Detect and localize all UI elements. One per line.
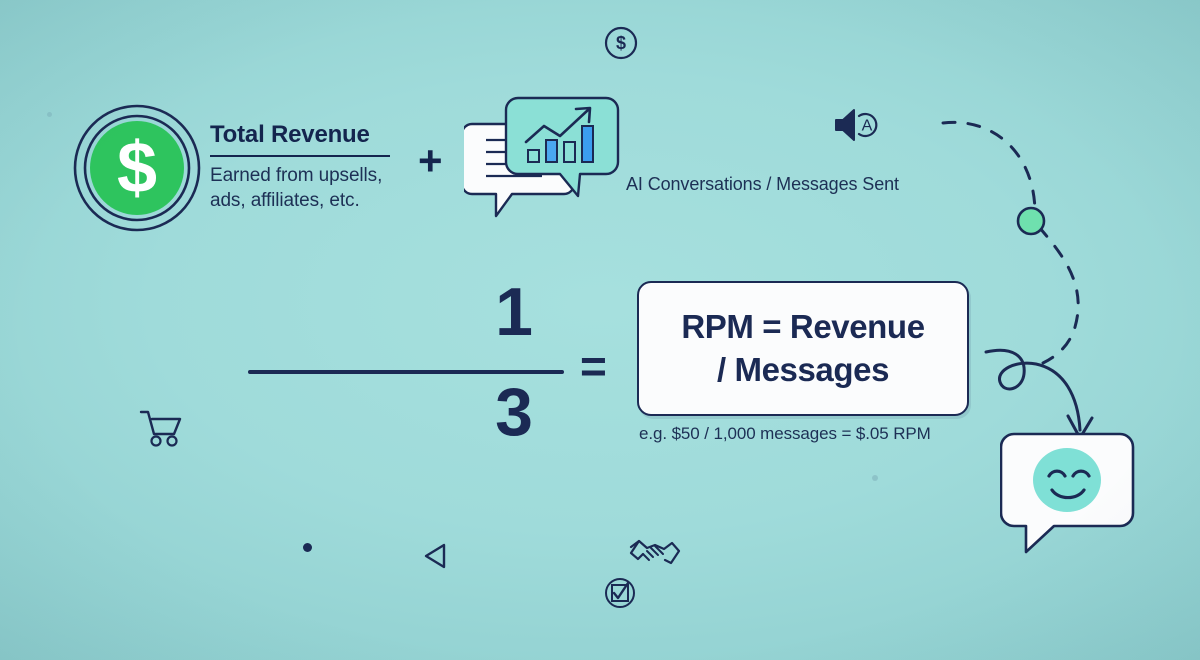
ai-conversations-label: AI Conversations / Messages Sent xyxy=(626,174,899,194)
check-circle-icon xyxy=(604,577,636,609)
smiley-chat-bubble-icon xyxy=(999,430,1140,558)
dashed-curve-connector xyxy=(935,95,1125,385)
shopping-cart-icon xyxy=(139,408,185,450)
svg-text:$: $ xyxy=(117,128,157,208)
total-revenue-title: Total Revenue xyxy=(210,121,370,148)
plus-operator: + xyxy=(418,137,443,184)
coin-small-symbol: $ xyxy=(616,33,626,53)
ai-conversations-icon xyxy=(460,96,624,221)
handshake-icon xyxy=(628,533,682,573)
speaker-audio-icon: A xyxy=(832,104,890,146)
formula-line-1: RPM = Revenue xyxy=(681,308,925,346)
rpm-formula-example: e.g. $50 / 1,000 messages = $.05 RPM xyxy=(639,424,931,443)
total-revenue-coin-icon: $ xyxy=(72,100,202,236)
equals-operator: = xyxy=(580,340,607,392)
fraction-one-third: 1 3 xyxy=(248,272,568,462)
title-divider xyxy=(210,155,390,158)
dot-decoration xyxy=(303,543,312,552)
dollar-coin-small-icon: $ xyxy=(603,25,639,61)
fraction-bar xyxy=(248,370,564,374)
rpm-formula-text: RPM = Revenue / Messages xyxy=(671,306,934,390)
faint-dot-decoration xyxy=(47,112,52,117)
fraction-numerator: 1 xyxy=(495,274,533,350)
fraction-denominator: 3 xyxy=(495,374,533,450)
play-triangle-icon xyxy=(422,542,450,570)
total-revenue-subtitle: Earned from upsells, ads, affiliates, et… xyxy=(210,165,383,211)
faint-dot-decoration xyxy=(872,475,878,481)
total-revenue-text-block: Total Revenue Earned from upsells, ads, … xyxy=(210,121,410,213)
rpm-formula-card: RPM = Revenue / Messages xyxy=(637,281,969,416)
svg-text:A: A xyxy=(862,118,873,135)
formula-line-2: / Messages xyxy=(716,350,890,388)
